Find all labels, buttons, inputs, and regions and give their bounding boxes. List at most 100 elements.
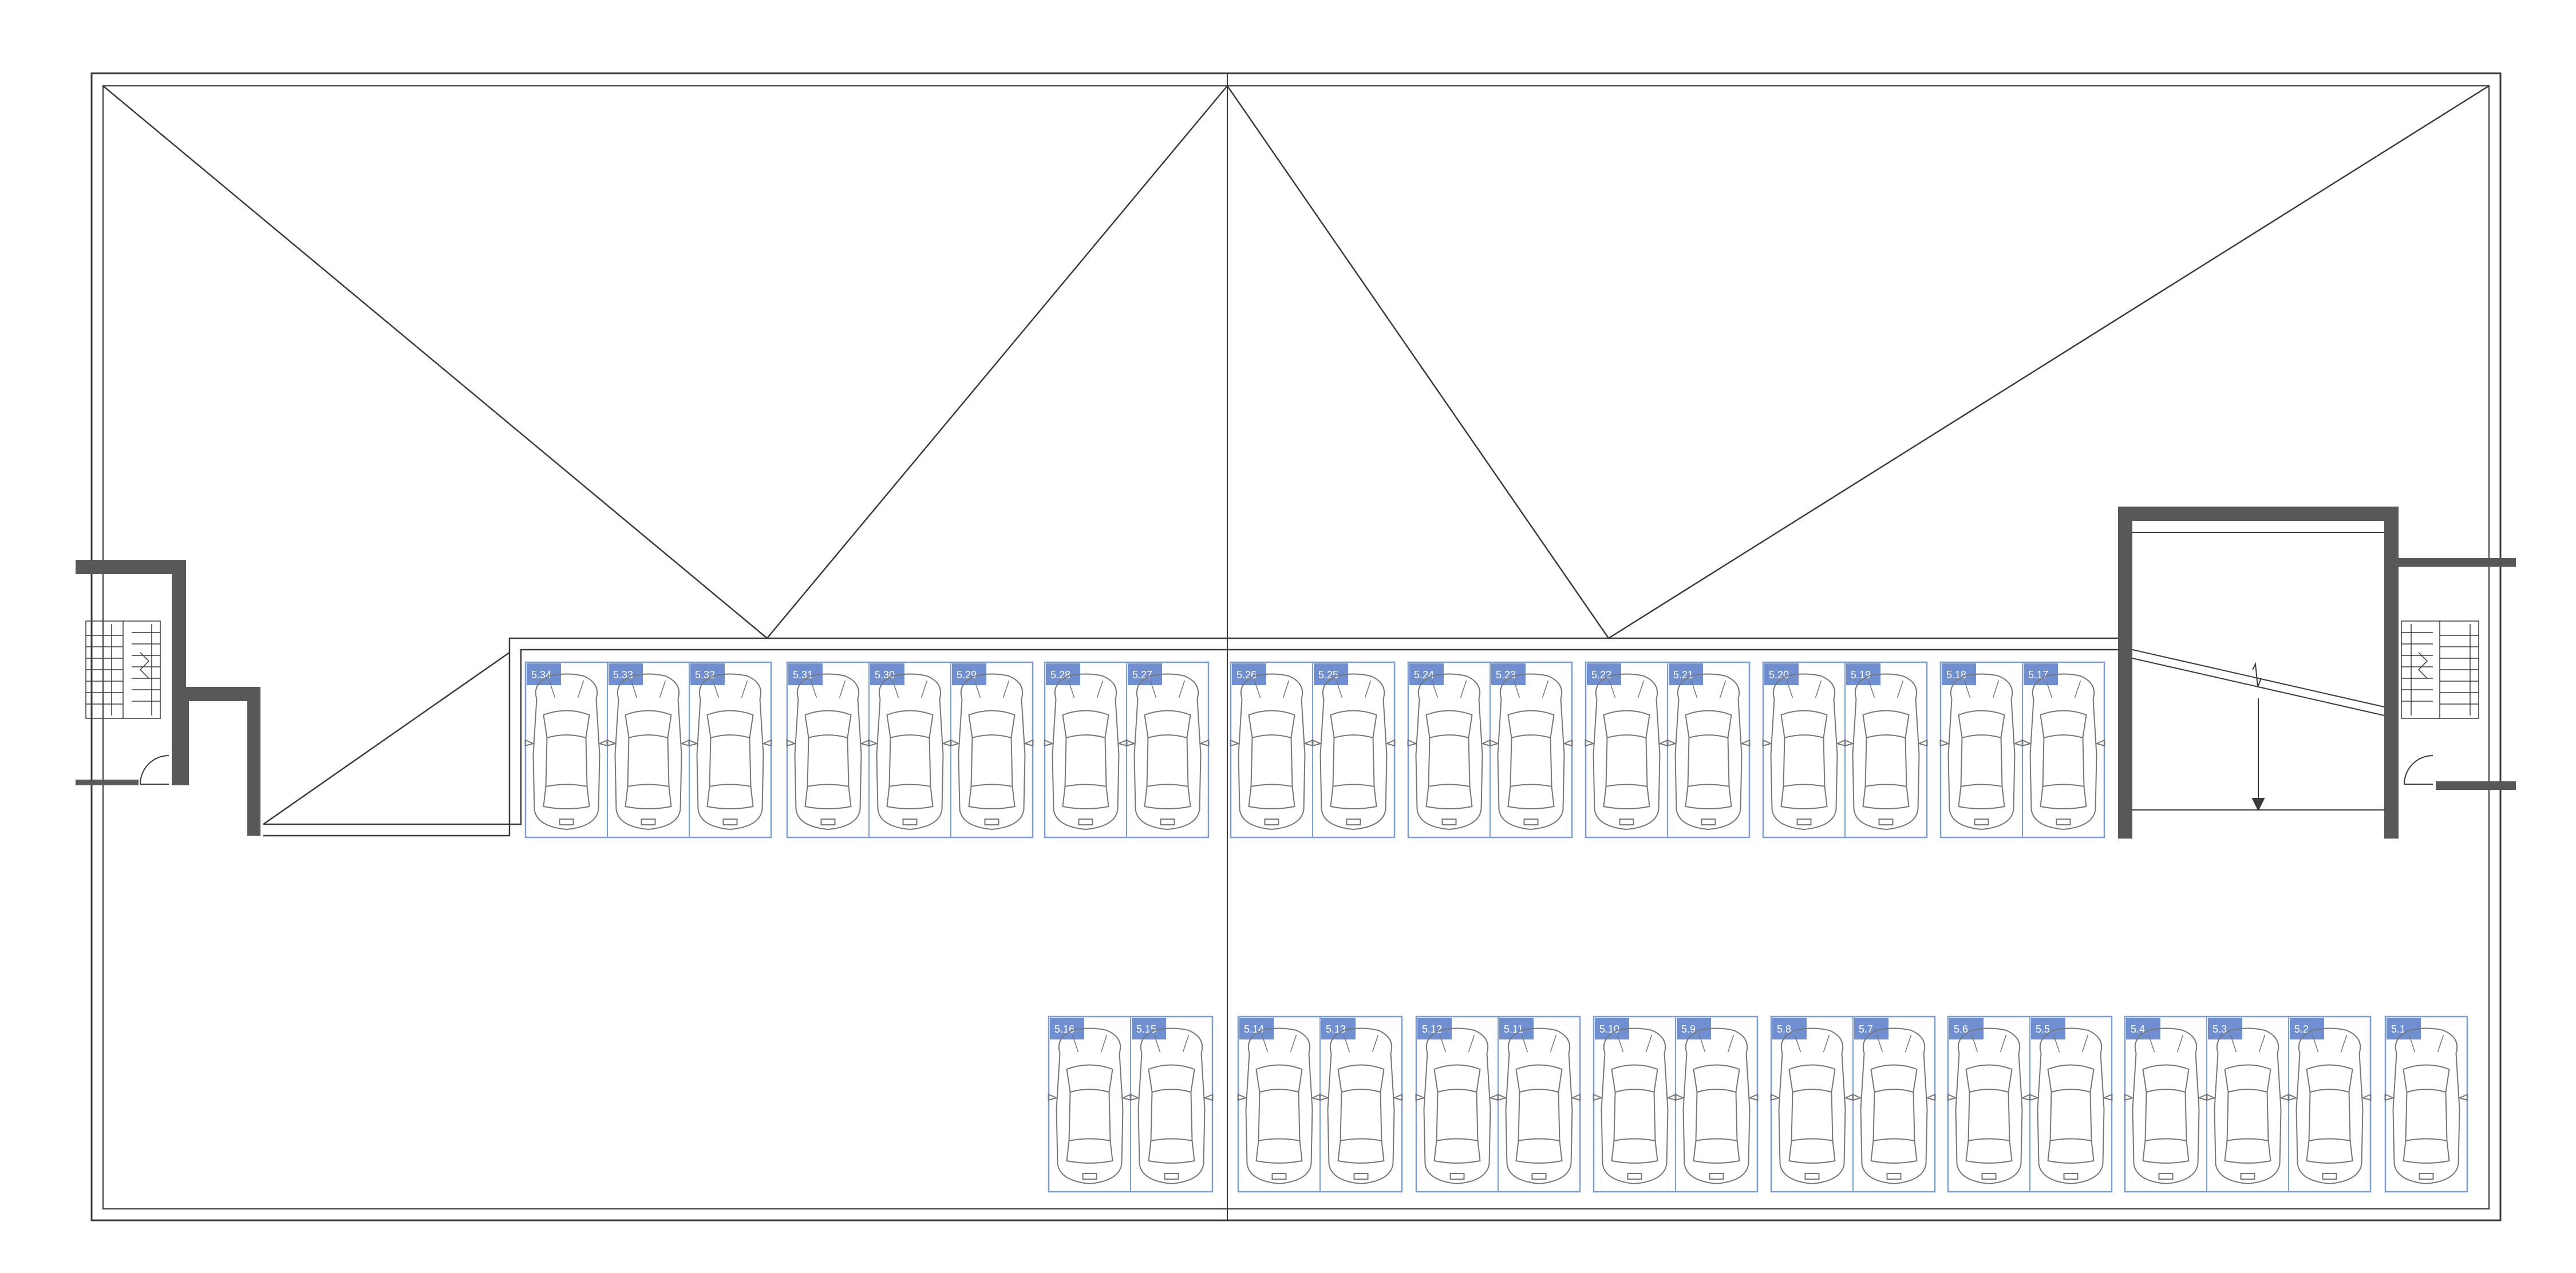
bay-outline	[2124, 1015, 2372, 1193]
parking-spot[interactable]: 5.13	[1319, 1017, 1403, 1192]
parking-spot[interactable]: 5.12	[1415, 1018, 1499, 1184]
right-stair-core	[2384, 558, 2516, 839]
car-topview-icon	[1311, 673, 1396, 830]
car-topview-icon	[1585, 673, 1669, 830]
parking-spot[interactable]: 5.32	[688, 662, 772, 837]
car-topview-icon	[1674, 1027, 1759, 1184]
parking-spot[interactable]: 5.22	[1585, 663, 1669, 830]
parking-spot[interactable]: 5.34	[524, 663, 609, 830]
parking-spot[interactable]: 5.26	[1230, 663, 1314, 830]
left-stair-core	[76, 560, 260, 836]
parking-spot[interactable]: 5.16	[1048, 1018, 1132, 1184]
parking-spot[interactable]: 5.24	[1407, 663, 1491, 830]
parking-spot[interactable]: 5.14	[1237, 1018, 1321, 1184]
parking-spot[interactable]: 5.15	[1129, 1017, 1214, 1192]
parking-spot[interactable]: 5.10	[1593, 1018, 1677, 1184]
spot-number: 5.7	[1859, 1023, 1873, 1035]
parking-spot[interactable]: 5.7	[1852, 1017, 1936, 1192]
parking-bay: 5.16 5.15	[1048, 1015, 1214, 1193]
parking-spot[interactable]: 5.17	[2021, 662, 2105, 837]
car-topview-icon	[688, 673, 772, 830]
bay-outline	[524, 661, 772, 839]
spot-number: 5.26	[1236, 669, 1257, 681]
staircase-icon	[2401, 620, 2479, 719]
car-topview-icon	[2206, 1027, 2290, 1184]
spot-number: 5.15	[1136, 1023, 1156, 1035]
car-topview-icon	[1125, 673, 1210, 830]
car-topview-icon	[868, 673, 952, 830]
parking-spot[interactable]: 5.11	[1497, 1017, 1581, 1192]
right-ramp-core	[2118, 507, 2399, 839]
spot-number: 5.11	[1504, 1023, 1523, 1035]
spot-number: 5.8	[1777, 1023, 1791, 1035]
spot-number: 5.23	[1496, 669, 1516, 681]
spot-number: 5.34	[531, 669, 551, 681]
parking-bay: 5.6 5.5	[1947, 1015, 2113, 1193]
parking-bay: 5.22 5.21	[1585, 661, 1751, 839]
parking-spot[interactable]: 5.1	[2384, 1018, 2468, 1184]
parking-spot[interactable]: 5.31	[786, 663, 870, 830]
parking-spot[interactable]: 5.3	[2206, 1017, 2290, 1192]
car-topview-icon	[2124, 1027, 2208, 1184]
car-topview-icon	[1237, 1027, 1321, 1184]
parking-spot[interactable]: 5.9	[1674, 1017, 1759, 1192]
spot-number: 5.18	[1946, 669, 1966, 681]
spot-number: 5.24	[1414, 669, 1434, 681]
car-topview-icon	[1497, 1027, 1581, 1184]
parking-bay: 5.18 5.17	[1939, 661, 2105, 839]
spot-number: 5.2	[2294, 1023, 2309, 1035]
spot-number: 5.25	[1318, 669, 1338, 681]
parking-spot[interactable]: 5.30	[868, 662, 952, 837]
door-swing-icon	[2404, 755, 2433, 785]
door-swing-icon	[140, 755, 169, 785]
spot-number: 5.10	[1599, 1023, 1619, 1035]
car-topview-icon	[1770, 1027, 1854, 1184]
spot-number: 5.29	[957, 669, 977, 681]
parking-spot[interactable]: 5.20	[1762, 663, 1846, 830]
parking-spot[interactable]: 5.29	[950, 662, 1034, 837]
parking-spot[interactable]: 5.6	[1947, 1018, 2031, 1184]
parking-spot[interactable]: 5.28	[1044, 663, 1128, 830]
spot-number: 5.19	[1851, 669, 1871, 681]
parking-spot[interactable]: 5.23	[1489, 662, 1573, 837]
spot-number: 5.22	[1591, 669, 1611, 681]
parking-spot[interactable]: 5.21	[1666, 662, 1751, 837]
spot-number: 5.3	[2212, 1023, 2227, 1035]
car-topview-icon	[2384, 1027, 2468, 1184]
car-topview-icon	[1666, 673, 1751, 830]
spot-number: 5.21	[1673, 669, 1693, 681]
spot-number: 5.12	[1422, 1023, 1442, 1035]
car-topview-icon	[1947, 1027, 2031, 1184]
spot-number: 5.4	[2131, 1023, 2145, 1035]
parking-spot[interactable]: 5.5	[2029, 1017, 2113, 1192]
parking-spot[interactable]: 5.19	[1844, 662, 1928, 837]
car-topview-icon	[1415, 1027, 1499, 1184]
parking-spot[interactable]: 5.18	[1939, 663, 2024, 830]
building-outline	[90, 72, 2502, 1221]
car-topview-icon	[1593, 1027, 1677, 1184]
parking-bay: 5.10 5.9	[1593, 1015, 1759, 1193]
parking-bay: 5.1	[2384, 1015, 2468, 1193]
car-topview-icon	[1129, 1027, 1214, 1184]
parking-spot[interactable]: 5.4	[2124, 1018, 2208, 1184]
ramp-icon	[2132, 532, 2385, 812]
car-topview-icon	[1048, 1027, 1132, 1184]
parking-spot[interactable]: 5.2	[2287, 1017, 2372, 1192]
parking-spot[interactable]: 5.25	[1311, 662, 1396, 837]
spot-number: 5.17	[2028, 669, 2048, 681]
car-topview-icon	[1230, 673, 1314, 830]
parking-spot[interactable]: 5.33	[606, 662, 690, 837]
car-topview-icon	[786, 673, 870, 830]
parking-spot[interactable]: 5.27	[1125, 662, 1210, 837]
car-topview-icon	[1844, 673, 1928, 830]
car-topview-icon	[1852, 1027, 1936, 1184]
parking-spot[interactable]: 5.8	[1770, 1018, 1854, 1184]
car-topview-icon	[1939, 673, 2024, 830]
car-topview-icon	[1044, 673, 1128, 830]
car-topview-icon	[524, 673, 609, 830]
car-topview-icon	[2287, 1027, 2372, 1184]
spot-number: 5.6	[1954, 1023, 1968, 1035]
